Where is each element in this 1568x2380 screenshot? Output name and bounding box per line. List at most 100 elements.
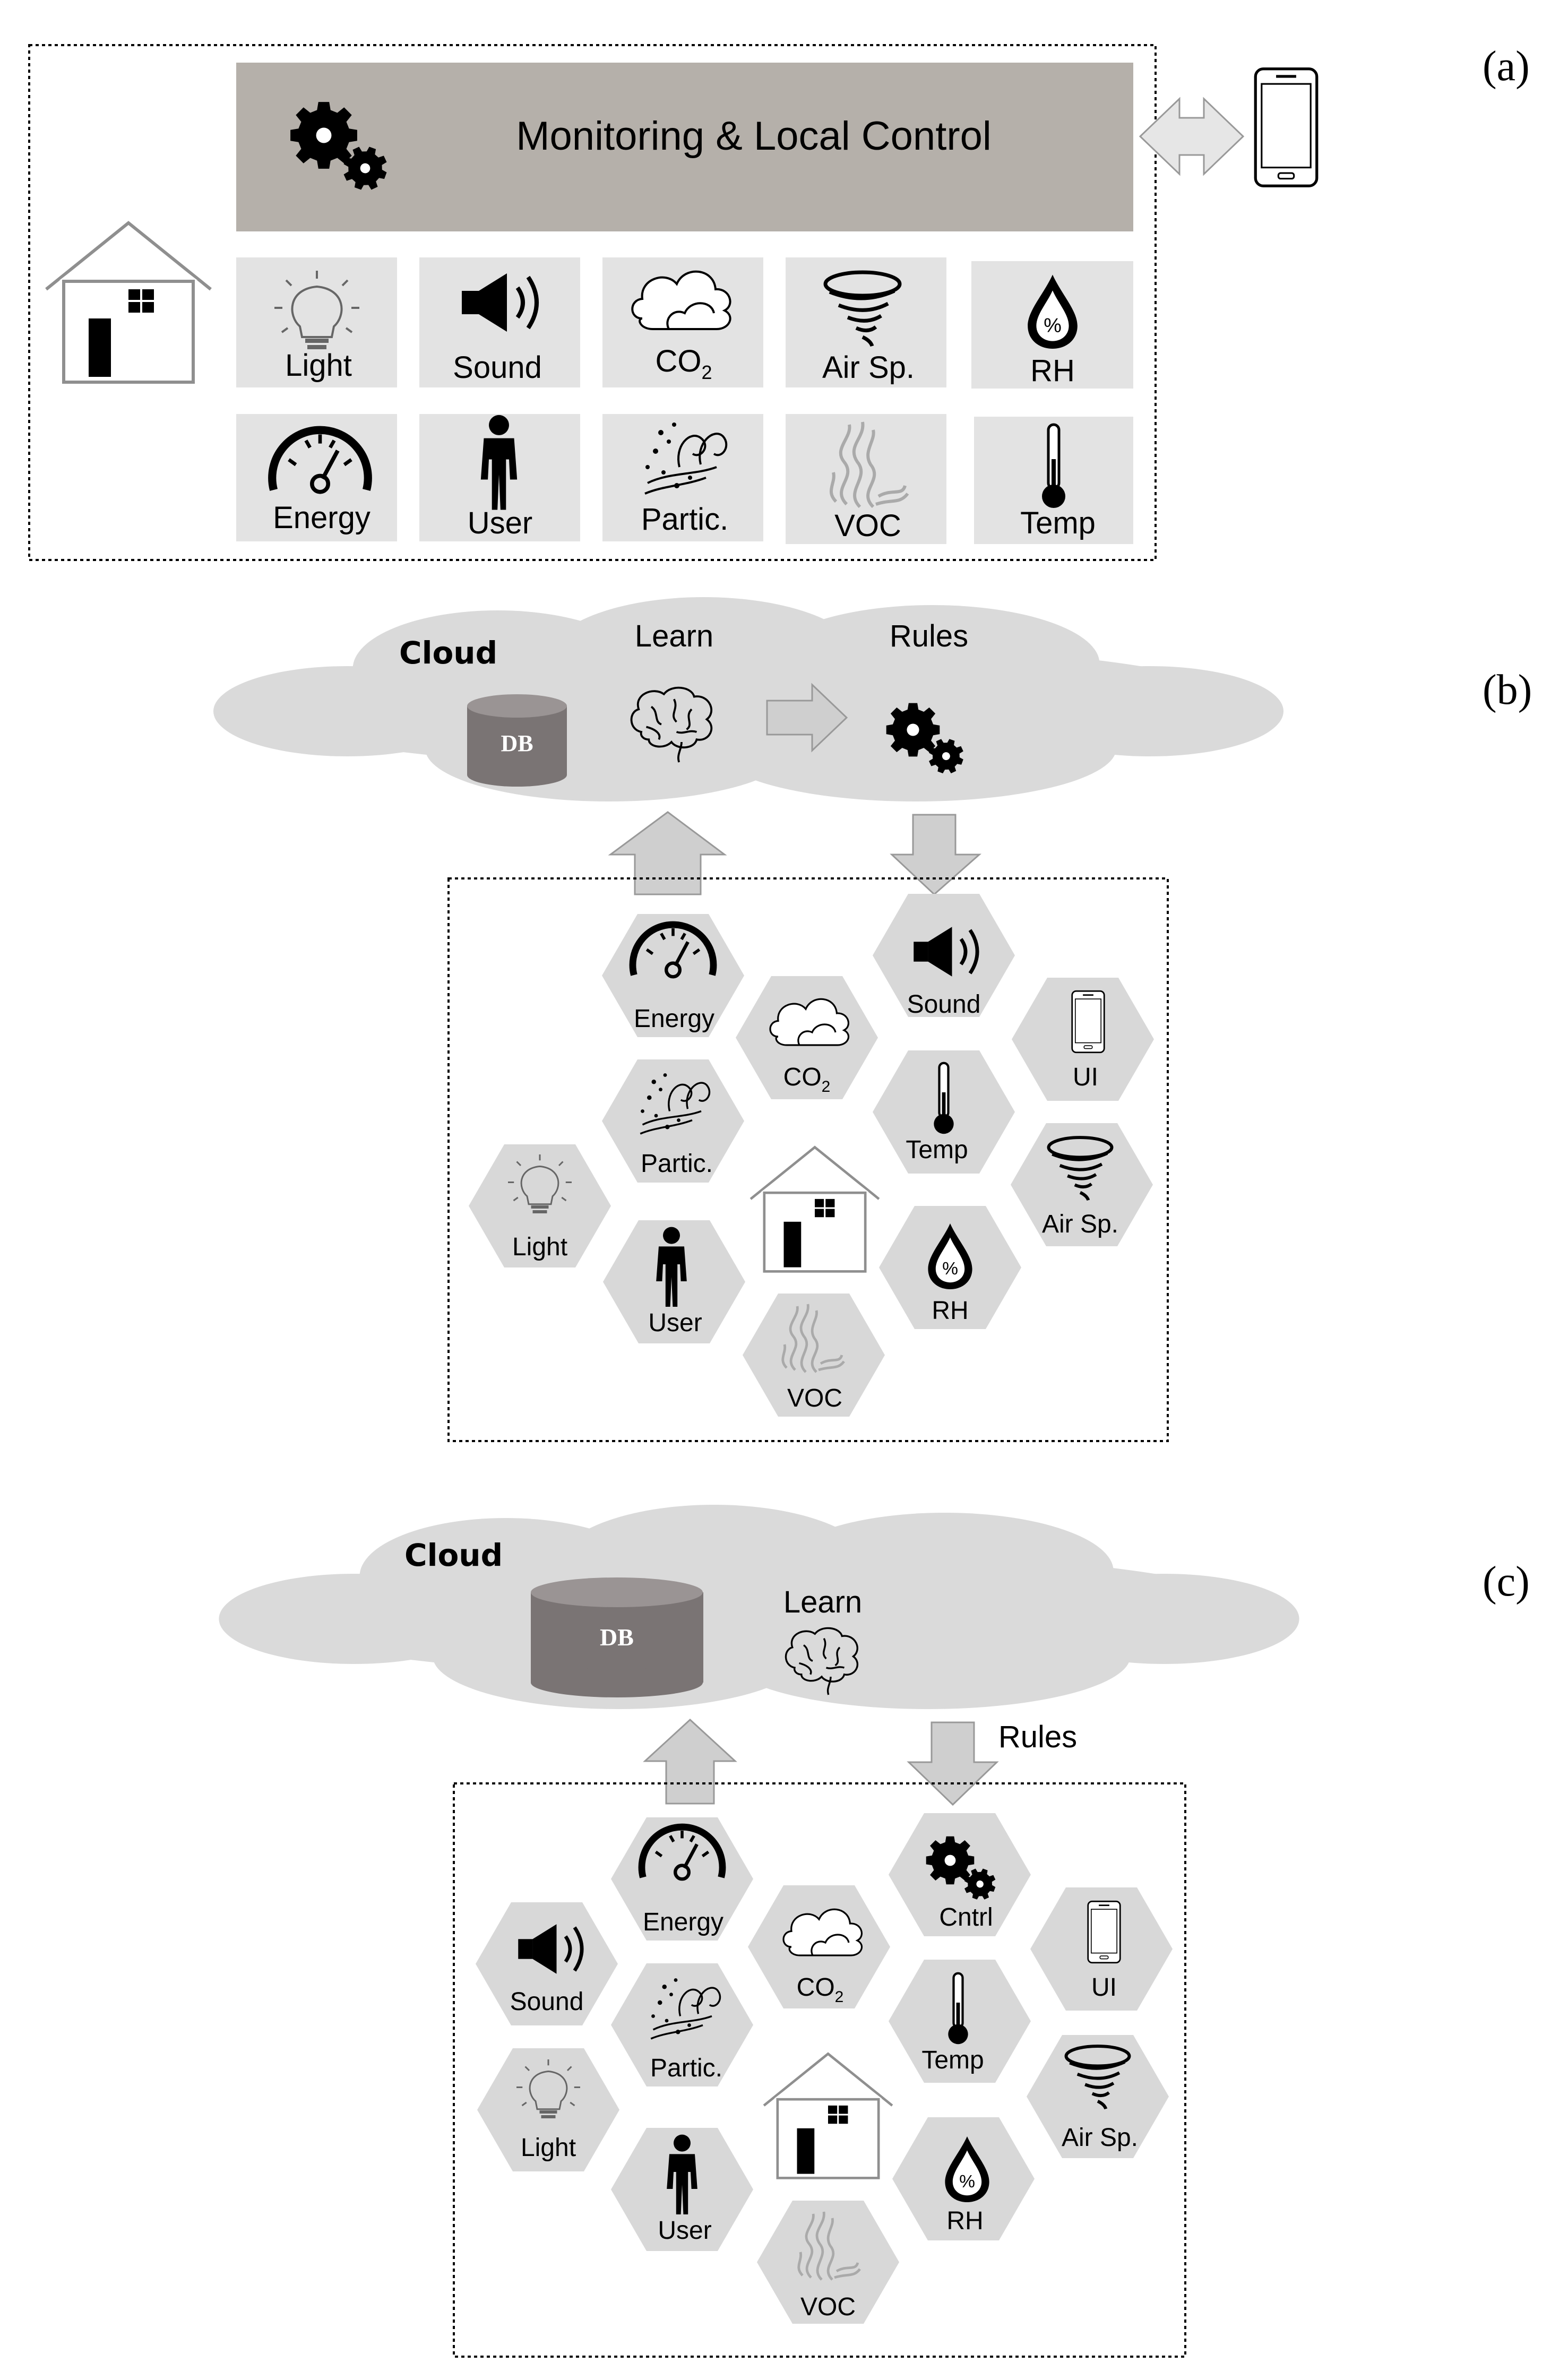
co2-subscript: 2 (822, 1078, 831, 1096)
up-arrow-icon (608, 811, 727, 895)
hex-user: User (603, 1220, 745, 1343)
hex-co2: CO2 (748, 1885, 890, 2008)
hex-label: VOC (787, 1384, 842, 1412)
tile-voc: VOC (786, 414, 946, 544)
double-arrow-icon (1139, 97, 1245, 176)
tile-label: Temp (1020, 506, 1096, 540)
db-label: DB (600, 1624, 634, 1651)
panel-a-frame (28, 44, 1157, 561)
hex-label: RH (946, 2207, 983, 2235)
hex-label: Temp (921, 2046, 984, 2074)
hex-label: Partic. (650, 2054, 722, 2082)
hex-particles: Partic. (611, 1963, 753, 2086)
hex-rh: RH (879, 1206, 1021, 1329)
cloud-background (213, 597, 1284, 801)
hex-light: Light (477, 2048, 619, 2171)
tile-light: Light (236, 257, 397, 387)
tile-air-speed: Air Sp. (786, 257, 946, 387)
banner-title: Monitoring & Local Control (516, 114, 992, 159)
cloud-background (219, 1505, 1299, 1709)
hex-label: UI (1073, 1063, 1098, 1091)
phone-icon (1255, 69, 1317, 186)
rules-label: Rules (998, 1720, 1077, 1754)
hex-label: Air Sp. (1062, 2124, 1138, 2152)
hex-voc: VOC (743, 1294, 885, 1417)
hex-ui: UI (1030, 1887, 1173, 2011)
learn-label: Learn (635, 619, 713, 653)
house-icon (751, 1147, 879, 1271)
hex-label: UI (1091, 1973, 1117, 2002)
tile-label: Sound (453, 350, 542, 385)
hex-label: Sound (907, 990, 981, 1019)
hex-label: User (648, 1309, 702, 1337)
hex-energy: Energy (602, 914, 744, 1037)
panel-b-frame (447, 877, 1169, 1442)
co2-subscript: 2 (701, 361, 712, 383)
panel-c-frame (453, 1782, 1186, 2358)
down-arrow-icon (890, 814, 981, 896)
house-icon (46, 223, 211, 382)
hex-light: Light (469, 1144, 611, 1267)
cloud-label: Cloud (399, 635, 497, 671)
hex-label: Energy (634, 1005, 714, 1033)
hex-label: Energy (643, 1908, 723, 1936)
phone-icon (1071, 990, 1105, 1054)
hex-user: User (611, 2128, 753, 2251)
panel-label-c: (c) (1483, 1558, 1530, 1605)
panel-b: Cloud Learn Rules DB Energy (213, 597, 1284, 1442)
tile-energy: Energy (236, 414, 397, 541)
tile-co2: CO2 (602, 257, 763, 387)
tile-label: Light (285, 348, 352, 383)
panel-a: Monitoring & Local Control Light Sound C… (28, 44, 1317, 561)
hex-ui: UI (1012, 978, 1154, 1101)
tile-label: CO2 (655, 344, 712, 383)
tile-particles: Partic. (602, 414, 763, 541)
learn-label: Learn (783, 1585, 862, 1619)
hex-sound: Sound (476, 1902, 618, 2025)
hex-particles: Partic. (602, 1059, 744, 1183)
tile-label: Air Sp. (822, 350, 915, 385)
db-label: DB (501, 730, 533, 756)
tile-sound: Sound (419, 257, 580, 387)
hex-temp: Temp (873, 1050, 1015, 1174)
hex-label: User (658, 2217, 711, 2245)
hex-label: Light (521, 2134, 576, 2162)
arrow-icon (766, 683, 848, 753)
hex-label: Air Sp. (1042, 1210, 1118, 1238)
tile-label: Partic. (641, 502, 728, 537)
hex-label: RH (932, 1297, 968, 1325)
hex-temp: Temp (889, 1960, 1031, 2083)
tile-label: RH (1030, 353, 1075, 388)
database-icon: DB (531, 1577, 703, 1697)
house-icon (764, 2054, 892, 2178)
hex-air-speed: Air Sp. (1027, 2035, 1169, 2158)
hex-label: Light (512, 1233, 567, 1261)
up-arrow-icon (643, 1718, 737, 1805)
hex-cntrl: Cntrl (889, 1813, 1031, 1936)
hex-co2: CO2 (736, 976, 878, 1099)
hex-label: Partic. (641, 1150, 713, 1178)
down-arrow-icon (907, 1721, 999, 1806)
hex-label: CO2 (783, 1063, 831, 1096)
hex-label: Sound (510, 1988, 584, 2016)
tile-user: User (419, 414, 580, 541)
tile-label: VOC (834, 508, 901, 543)
rules-label: Rules (890, 619, 968, 653)
tile-temp: Temp (974, 417, 1133, 544)
cloud-label: Cloud (404, 1537, 503, 1573)
hex-label: Cntrl (939, 1903, 993, 1931)
database-icon: DB (467, 694, 567, 787)
panel-label-a: (a) (1483, 43, 1530, 90)
hex-air-speed: Air Sp. (1011, 1123, 1153, 1246)
hex-label: Temp (906, 1136, 968, 1164)
phone-icon (1087, 1900, 1121, 1964)
hex-label: CO2 (797, 1973, 844, 2006)
panel-c: Cloud DB Learn Rules Energy Cntrl (219, 1505, 1299, 2358)
hex-voc: VOC (757, 2201, 899, 2324)
hex-rh: RH (892, 2117, 1035, 2240)
tile-label: User (468, 506, 532, 540)
tile-label: Energy (273, 501, 371, 535)
panel-label-b: (b) (1483, 667, 1532, 713)
co2-subscript: 2 (835, 1988, 844, 2006)
hex-energy: Energy (611, 1817, 753, 1941)
